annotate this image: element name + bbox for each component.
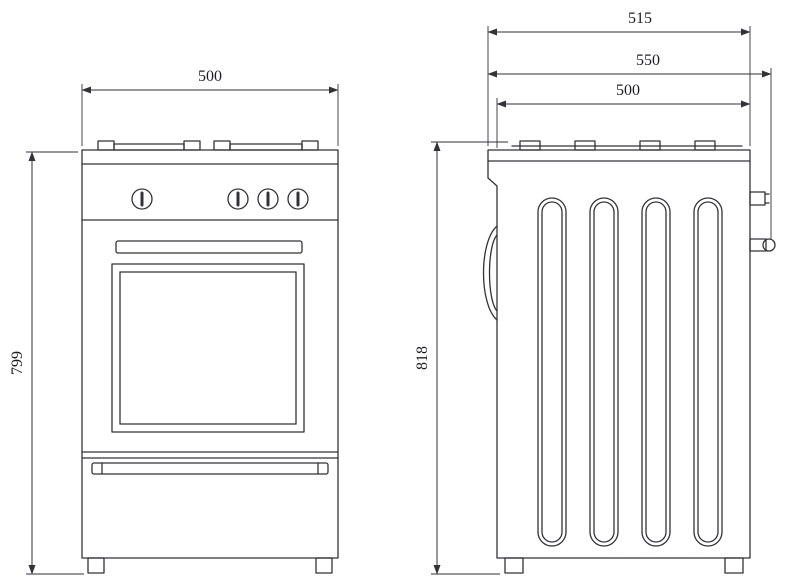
rear-bracket	[749, 191, 766, 206]
front-vent-slot	[115, 240, 303, 254]
front-oven-window-outer	[111, 263, 305, 433]
dim-front-height: 799	[9, 151, 84, 575]
front-right-foot	[315, 557, 333, 574]
front-height-label: 799	[9, 351, 26, 375]
side-view-drawing	[482, 140, 776, 574]
front-right-burner-grate	[213, 140, 319, 151]
gas-inlet	[749, 238, 767, 252]
burner-knob	[227, 188, 249, 210]
front-control-knobs	[131, 188, 309, 210]
side-burner-grate-profile	[511, 140, 743, 151]
front-left-burner-grate	[97, 140, 201, 151]
dim-front-width: 500	[81, 68, 339, 146]
side-body-outline	[487, 149, 751, 559]
side-height-label: 818	[414, 346, 431, 370]
gas-inlet-cap	[762, 238, 776, 252]
front-drawer-handle	[91, 462, 329, 475]
front-width-label: 500	[198, 68, 222, 85]
dim-side-body-depth: 500	[496, 82, 751, 148]
burner-knob	[257, 188, 279, 210]
side-front-foot	[504, 557, 524, 574]
front-oven-window-inner	[119, 271, 297, 425]
burner-knob	[287, 188, 309, 210]
dimension-annotations: 500 799 515 550 500	[9, 10, 772, 575]
side-embossed-panels	[537, 197, 723, 547]
burner-knob	[131, 188, 153, 210]
front-view-drawing	[81, 140, 339, 574]
side-door-handle	[482, 225, 498, 321]
side-max-depth-label: 550	[636, 52, 660, 69]
side-top-depth-label: 515	[628, 10, 652, 27]
front-body-outline	[81, 149, 339, 559]
dim-side-height: 818	[414, 141, 508, 575]
side-rear-foot	[724, 557, 744, 574]
side-body-depth-label: 500	[616, 82, 640, 99]
front-left-foot	[87, 557, 105, 574]
dim-side-max-depth: 550	[487, 52, 772, 240]
side-rear-fittings	[749, 191, 776, 252]
dim-side-top-depth: 515	[487, 10, 751, 146]
